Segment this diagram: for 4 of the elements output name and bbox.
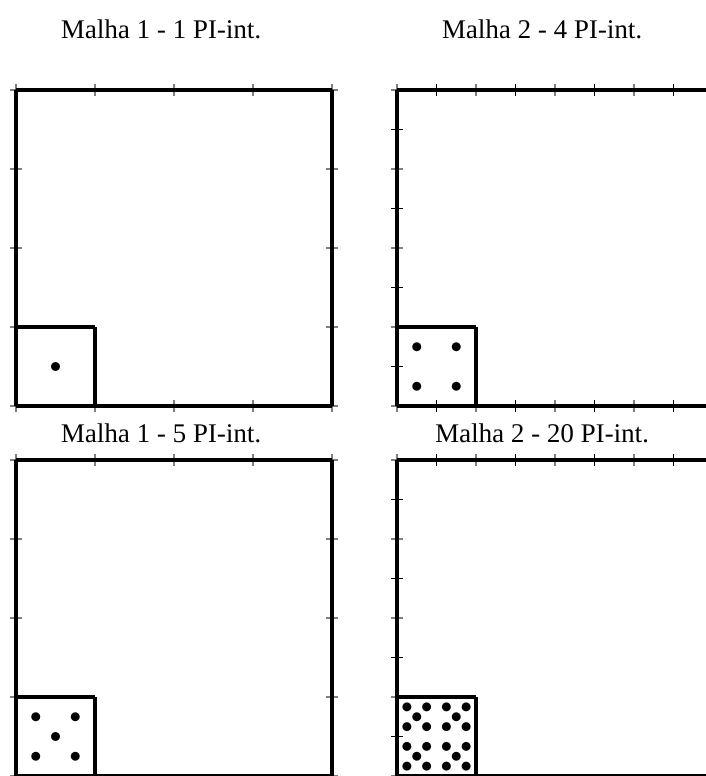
panel-title: Malha 2 - 20 PI-int. <box>435 418 649 448</box>
panel-title: Malha 2 - 4 PI-int. <box>442 14 642 44</box>
panel-title: Malha 1 - 1 PI-int. <box>60 14 262 44</box>
panel-title: Malha 1 - 5 PI-int. <box>60 418 262 448</box>
